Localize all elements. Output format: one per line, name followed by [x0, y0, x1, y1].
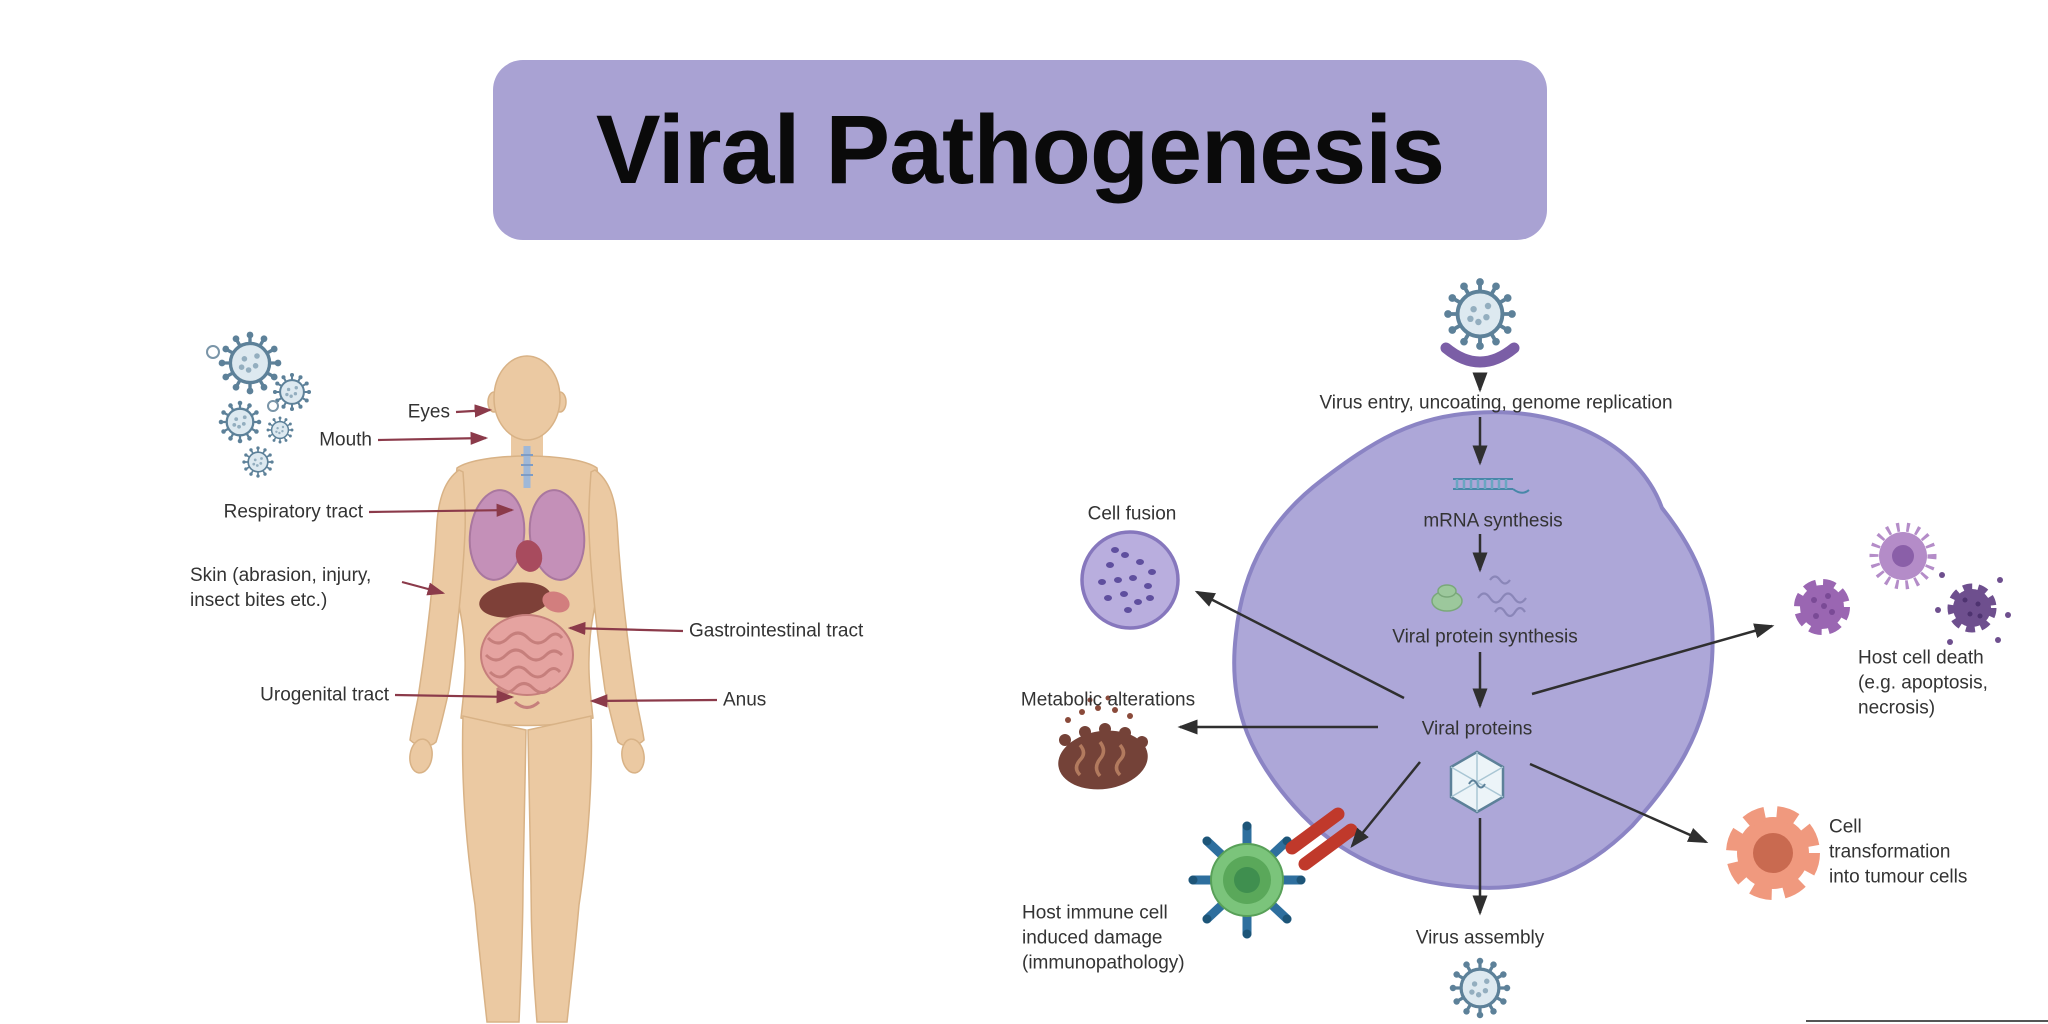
- label-virus-assembly: Virus assembly: [1415, 927, 1545, 949]
- stomach-icon: [542, 591, 570, 613]
- apoptotic-cells-icon: [1794, 522, 2011, 645]
- cristae: [1074, 740, 1126, 778]
- arm-left: [588, 469, 645, 747]
- tumour-cell-icon: [1726, 806, 1820, 900]
- hand-right: [409, 738, 433, 774]
- head: [493, 355, 561, 441]
- label-respiratory-tract: Respiratory tract: [223, 501, 363, 523]
- red-receptor-rods: [1285, 807, 1358, 871]
- mitochondria-icon: [1058, 695, 1148, 790]
- dying-cell-lumpy: [1794, 579, 1850, 635]
- label-metabolic-alterations: Metabolic alterations: [1020, 689, 1196, 711]
- arrow-to-host-cell-death: [1531, 623, 1775, 696]
- virus-particle-icon: [217, 399, 263, 445]
- trachea-rings: [521, 454, 533, 476]
- label-cell-transformation: Cell transformation into tumour cells: [1829, 816, 1968, 888]
- ribosome-icon: [1431, 584, 1463, 612]
- virus-particle-icon: [241, 445, 275, 479]
- lung-right-icon: [528, 489, 586, 581]
- dying-cell-fragmenting: [1935, 572, 2011, 645]
- hand-left: [621, 738, 645, 774]
- leader-line-mouth: [377, 431, 489, 445]
- dying-cell-fuzzy: [1869, 522, 1937, 590]
- virus-particle-icon: [216, 329, 284, 397]
- arrow-to-cell-fusion: [1194, 590, 1405, 700]
- label-cell-fusion: Cell fusion: [1087, 503, 1177, 525]
- leader-line-skin: [401, 580, 446, 596]
- arrow-to-transformation: [1529, 762, 1709, 844]
- label-gastrointestinal-tract: Gastrointestinal tract: [689, 620, 864, 642]
- fused-cell-icon: [1080, 530, 1180, 630]
- capsid-icon: [1449, 750, 1505, 814]
- virion-bottom-icon: [1448, 956, 1512, 1020]
- leg-left: [527, 715, 593, 1023]
- mrna-icon: [1453, 478, 1530, 494]
- virion-top-icon: [1442, 276, 1518, 352]
- leader-line-urogenital: [394, 690, 515, 704]
- label-host-immune-damage: Host immune cell induced damage (immunop…: [1022, 902, 1185, 974]
- label-viral-protein-synthesis: Viral protein synthesis: [1392, 626, 1578, 648]
- protein-squiggle-icon: [1477, 575, 1527, 618]
- host-cell-membrane: [1232, 410, 1715, 890]
- virus-particle-icon: [265, 415, 295, 445]
- immune-cell-icon: [1188, 807, 1358, 939]
- receptor-icon: [1440, 342, 1520, 368]
- label-virus-entry: Virus entry, uncoating, genome replicati…: [1319, 392, 1673, 414]
- leader-line-gastrointestinal: [567, 621, 684, 636]
- body-leader-lines: [368, 404, 718, 708]
- virus-particle-icon: [206, 345, 220, 359]
- virus-cluster-icon: [206, 329, 313, 479]
- label-host-cell-death: Host cell death (e.g. apoptosis, necrosi…: [1858, 647, 1988, 719]
- title-banner: Viral Pathogenesis: [493, 60, 1547, 240]
- virus-particle-icon: [267, 400, 279, 412]
- internal-organs: [468, 446, 586, 709]
- label-mrna-synthesis: mRNA synthesis: [1423, 510, 1563, 532]
- label-skin: Skin (abrasion, injury, insect bites etc…: [190, 564, 372, 611]
- human-body-illustration: [409, 355, 645, 1023]
- label-urogenital-tract: Urogenital tract: [260, 684, 389, 706]
- label-viral-proteins: Viral proteins: [1421, 718, 1533, 740]
- label-anus: Anus: [723, 689, 767, 711]
- process-arrows: [1177, 372, 1775, 916]
- label-mouth: Mouth: [319, 429, 372, 451]
- leg-right: [461, 715, 527, 1023]
- heart-icon: [515, 540, 543, 572]
- page-title: Viral Pathogenesis: [595, 95, 1445, 204]
- arrow-to-immune-damage: [1350, 761, 1421, 848]
- liver-icon: [479, 582, 551, 618]
- leader-line-eyes: [455, 404, 493, 418]
- leader-line-anus: [589, 694, 718, 708]
- intestine-folds: [484, 631, 564, 709]
- leader-line-respiratory: [368, 503, 515, 517]
- label-eyes: Eyes: [407, 401, 450, 423]
